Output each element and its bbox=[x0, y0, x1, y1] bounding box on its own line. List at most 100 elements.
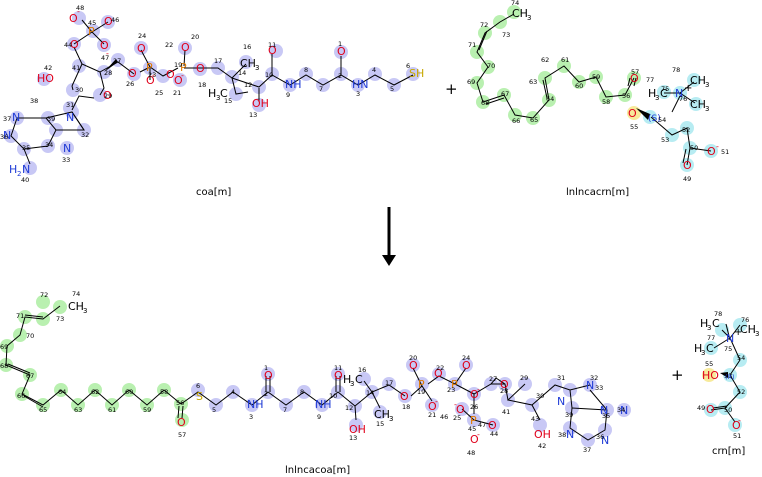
svg-text:30: 30 bbox=[75, 86, 83, 94]
svg-text:71: 71 bbox=[16, 312, 24, 320]
svg-text:42: 42 bbox=[538, 442, 546, 450]
svg-text:3: 3 bbox=[255, 64, 259, 72]
svg-text:5: 5 bbox=[212, 406, 216, 414]
svg-text:20: 20 bbox=[409, 354, 417, 362]
svg-text:-: - bbox=[454, 400, 457, 409]
product-plus-sign: + bbox=[671, 366, 684, 384]
svg-text:21: 21 bbox=[173, 89, 181, 97]
svg-text:3: 3 bbox=[705, 81, 709, 89]
svg-text:31: 31 bbox=[66, 101, 74, 109]
svg-text:65: 65 bbox=[39, 406, 47, 414]
svg-text:C: C bbox=[712, 317, 720, 330]
svg-text:11: 11 bbox=[268, 41, 276, 49]
svg-text:3: 3 bbox=[755, 330, 759, 338]
svg-text:N: N bbox=[22, 163, 30, 176]
svg-text:51: 51 bbox=[733, 432, 741, 440]
svg-text:3: 3 bbox=[216, 94, 220, 102]
crn-hydroxyl-highlight bbox=[702, 368, 716, 382]
svg-text:2: 2 bbox=[264, 390, 268, 398]
svg-text:75: 75 bbox=[724, 345, 732, 353]
svg-text:H: H bbox=[648, 87, 656, 100]
svg-text:O: O bbox=[166, 68, 175, 81]
svg-text:78: 78 bbox=[714, 310, 722, 318]
svg-text:19: 19 bbox=[417, 388, 425, 396]
svg-text:24: 24 bbox=[462, 354, 470, 362]
svg-text:N: N bbox=[3, 129, 11, 142]
svg-text:63: 63 bbox=[74, 406, 82, 414]
svg-text:42: 42 bbox=[44, 64, 52, 72]
svg-text:54: 54 bbox=[658, 116, 666, 124]
svg-text:64: 64 bbox=[546, 95, 554, 103]
svg-text:66: 66 bbox=[17, 392, 25, 400]
svg-text:61: 61 bbox=[561, 56, 569, 64]
svg-text:OH: OH bbox=[252, 97, 269, 110]
svg-text:35: 35 bbox=[22, 144, 30, 152]
svg-text:66: 66 bbox=[512, 117, 520, 125]
svg-text:23: 23 bbox=[447, 386, 455, 394]
svg-text:38: 38 bbox=[30, 97, 38, 105]
svg-text:O: O bbox=[456, 403, 465, 416]
svg-text:5: 5 bbox=[390, 85, 394, 93]
svg-text:O: O bbox=[100, 39, 109, 52]
svg-text:NH: NH bbox=[247, 398, 264, 411]
svg-text:-: - bbox=[477, 430, 480, 439]
svg-text:34: 34 bbox=[617, 406, 625, 414]
svg-text:25: 25 bbox=[453, 414, 461, 422]
svg-text:N: N bbox=[620, 404, 628, 417]
svg-text:60: 60 bbox=[575, 82, 583, 90]
svg-text:3: 3 bbox=[350, 380, 354, 388]
svg-text:O: O bbox=[196, 62, 205, 75]
svg-text:H: H bbox=[694, 342, 702, 355]
crn-bonds bbox=[710, 323, 741, 423]
svg-text:69: 69 bbox=[467, 78, 475, 86]
svg-text:O: O bbox=[488, 419, 497, 432]
svg-text:O: O bbox=[434, 367, 443, 380]
svg-text:-: - bbox=[477, 385, 480, 394]
svg-text:72: 72 bbox=[40, 291, 48, 299]
svg-text:30: 30 bbox=[536, 392, 544, 400]
svg-text:44: 44 bbox=[64, 41, 72, 49]
svg-text:10: 10 bbox=[329, 392, 337, 400]
svg-text:76: 76 bbox=[679, 95, 687, 103]
svg-text:26: 26 bbox=[126, 80, 134, 88]
svg-text:4: 4 bbox=[231, 388, 235, 396]
svg-text:N: N bbox=[12, 111, 20, 124]
svg-text:48: 48 bbox=[76, 4, 84, 12]
svg-text:35: 35 bbox=[602, 412, 610, 420]
svg-text:2: 2 bbox=[338, 72, 342, 80]
svg-text:O: O bbox=[268, 44, 277, 57]
svg-text:47: 47 bbox=[478, 421, 486, 429]
svg-text:28: 28 bbox=[104, 69, 112, 77]
svg-text:41: 41 bbox=[72, 64, 80, 72]
svg-text:39: 39 bbox=[47, 115, 55, 123]
svg-text:C: C bbox=[355, 373, 363, 386]
svg-text:61: 61 bbox=[108, 406, 116, 414]
svg-text:44: 44 bbox=[490, 430, 498, 438]
svg-text:1: 1 bbox=[264, 364, 268, 372]
svg-text:O: O bbox=[706, 403, 715, 416]
svg-text:24: 24 bbox=[138, 32, 146, 40]
svg-text:7: 7 bbox=[319, 85, 323, 93]
svg-text:20: 20 bbox=[191, 33, 199, 41]
svg-text:3: 3 bbox=[389, 415, 393, 423]
svg-text:22: 22 bbox=[436, 364, 444, 372]
svg-text:69: 69 bbox=[0, 343, 8, 351]
svg-text:CH: CH bbox=[690, 98, 706, 111]
svg-text:32: 32 bbox=[590, 374, 598, 382]
svg-text:N: N bbox=[63, 142, 71, 155]
svg-text:17: 17 bbox=[385, 379, 393, 387]
svg-text:O: O bbox=[264, 369, 273, 382]
svg-text:N: N bbox=[586, 379, 594, 392]
svg-text:12: 12 bbox=[244, 81, 252, 89]
svg-text:O: O bbox=[137, 42, 146, 55]
svg-text:C: C bbox=[220, 87, 228, 100]
svg-text:52: 52 bbox=[682, 126, 690, 134]
svg-text:11: 11 bbox=[334, 364, 342, 372]
svg-text:N: N bbox=[600, 404, 608, 417]
svg-text:15: 15 bbox=[376, 420, 384, 428]
